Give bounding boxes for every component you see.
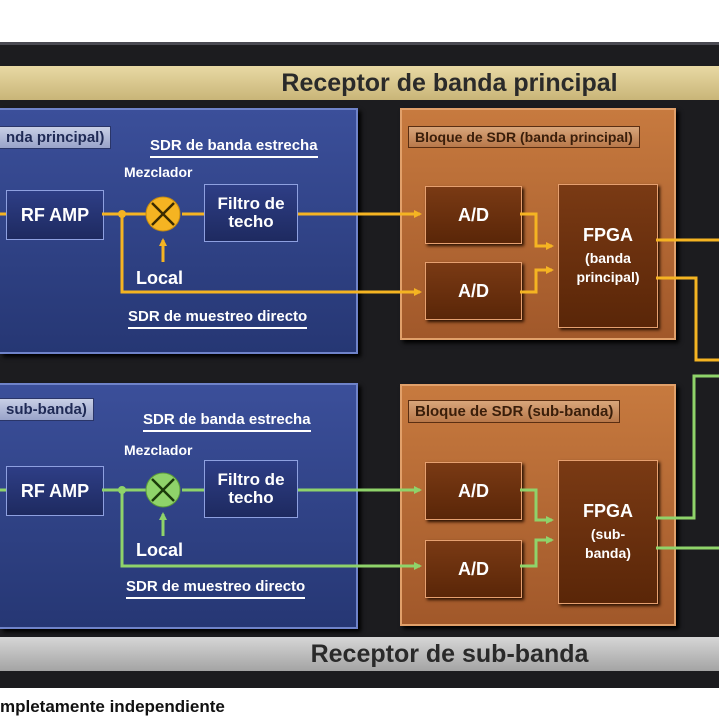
sub-direct-label: SDR de muestreo directo — [126, 578, 306, 599]
main-mixer-label: Mezclador — [124, 164, 193, 180]
sub-rf-amp-box: RF AMP — [6, 466, 104, 516]
main-direct-label: SDR de muestreo directo — [128, 308, 308, 329]
main-rf-amp-label: RF AMP — [20, 204, 90, 225]
main-junction-dot — [118, 210, 126, 218]
sub-receiver-banner: Receptor de sub-banda — [0, 637, 719, 671]
sub-ad-bottom-box: A/D — [425, 540, 522, 598]
sub-narrowband-label: SDR de banda estrecha — [143, 411, 311, 432]
main-filter-box: Filtro de techo — [204, 184, 298, 242]
sub-signal-paths — [0, 374, 719, 570]
main-ad-bottom-box: A/D — [425, 262, 522, 320]
sub-mixer-icon — [145, 472, 181, 508]
footnote: mpletamente independiente — [0, 697, 225, 716]
main-receiver-tag: nda principal) — [0, 126, 112, 149]
main-sdr-block-label: Bloque de SDR (banda principal) — [408, 126, 640, 148]
sub-filter-box: Filtro de techo — [204, 460, 298, 518]
sub-ad-bottom-label: A/D — [458, 558, 489, 579]
main-fpga-title: FPGA — [582, 225, 633, 245]
main-signal-paths — [0, 210, 719, 362]
sub-junction-dot — [118, 486, 126, 494]
main-fpga-subtitle: (banda principal) — [576, 250, 640, 285]
sub-fpga-subtitle: (sub-banda) — [585, 526, 631, 561]
main-ad-top-label: A/D — [458, 204, 489, 225]
sub-ad-top-box: A/D — [425, 462, 522, 520]
sub-mixer-label: Mezclador — [124, 442, 193, 458]
sub-filter-label: Filtro de techo — [217, 470, 285, 507]
sub-receiver-tag: sub-banda) — [0, 398, 94, 421]
main-narrowband-label: SDR de banda estrecha — [150, 137, 318, 158]
main-filter-label: Filtro de techo — [217, 194, 285, 231]
main-receiver-banner: Receptor de banda principal — [0, 66, 719, 100]
sub-rf-amp-label: RF AMP — [20, 480, 90, 501]
sub-fpga-title: FPGA — [582, 501, 633, 521]
sub-local-label: Local — [136, 540, 184, 560]
main-ad-bottom-label: A/D — [458, 280, 489, 301]
main-fpga-box: FPGA (banda principal) — [558, 184, 658, 328]
main-rf-amp-box: RF AMP — [6, 190, 104, 240]
main-ad-top-box: A/D — [425, 186, 522, 244]
main-mixer-icon — [145, 196, 181, 232]
sub-sdr-block-label: Bloque de SDR (sub-banda) — [408, 400, 621, 423]
sub-ad-top-label: A/D — [458, 480, 489, 501]
main-local-label: Local — [136, 268, 184, 288]
sub-fpga-box: FPGA (sub-banda) — [558, 460, 658, 604]
